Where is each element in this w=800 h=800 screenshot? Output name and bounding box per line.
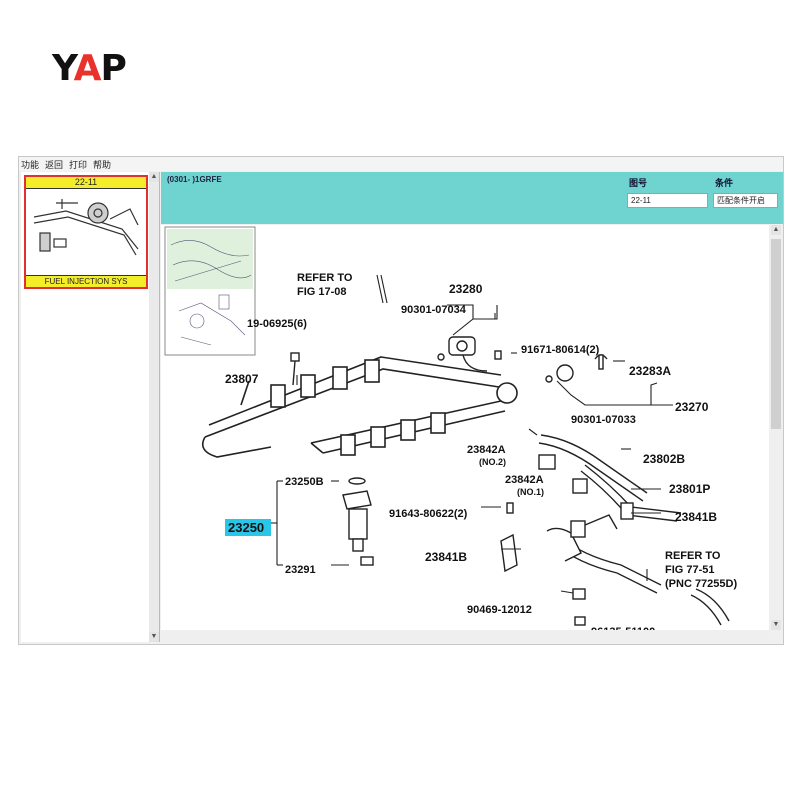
label-part-90469-12012[interactable]: 90469-12012 (467, 604, 532, 616)
fuel-injector-part[interactable] (342, 477, 374, 566)
scroll-up-arrow-icon[interactable]: ▲ (149, 172, 159, 182)
label-part-91671-80614[interactable]: 91671-80614(2) (521, 344, 600, 356)
label-part-90301-07033[interactable]: 90301-07033 (571, 414, 636, 426)
diagram-horizontal-scrollbar[interactable] (161, 630, 769, 642)
menu-item-back[interactable]: 返回 (45, 159, 64, 170)
label-part-23841b-left[interactable]: 23841B (425, 550, 467, 564)
label-refer-17-line1[interactable]: REFER TO (297, 272, 353, 284)
callout-leader-lines (271, 274, 673, 594)
exploded-parts-illustration: REFER TO FIG 17-08 23280 90301-07034 916… (164, 226, 737, 638)
scroll-down-arrow-icon[interactable]: ▼ (771, 620, 781, 630)
label-refer-77-line1[interactable]: REFER TO (665, 550, 721, 562)
figure-thumbnail-card[interactable]: 22-11 FUEL INJECTION SYS (24, 175, 148, 289)
bracket-bolt-parts[interactable] (500, 502, 618, 626)
label-part-19-06925[interactable]: 19-06925(6) (247, 318, 307, 330)
thumbnail-caption: FUEL INJECTION SYS (26, 275, 146, 287)
label-refer-77-line2[interactable]: FIG 77-51 (665, 564, 715, 576)
brand-logo: YAP (52, 48, 127, 89)
stud-bolt-part[interactable] (290, 352, 300, 386)
menu-item-print[interactable]: 打印 (69, 159, 88, 170)
label-part-23842a-no2[interactable]: 23842A (467, 444, 506, 456)
fuel-hose-parts[interactable] (538, 434, 730, 626)
label-part-23250-selected[interactable]: 23250 (228, 520, 264, 535)
header-panel: (0301- )1GRFE 图号 条件 22-11 匹配条件开启 (161, 172, 783, 224)
label-refer-77-line3[interactable]: (PNC 77255D) (665, 578, 737, 590)
thumbnail-scrollbar[interactable]: ▲ ▼ (149, 172, 159, 642)
vertical-scroll-thumb[interactable] (771, 239, 781, 429)
scroll-down-arrow-icon[interactable]: ▼ (149, 632, 159, 642)
label-part-23842a-no1[interactable]: 23842A (505, 474, 544, 486)
parts-diagram: REFER TO FIG 17-08 23280 90301-07034 916… (161, 225, 769, 638)
parts-catalog-window: 功能 返回 打印 帮助 22-11 FUEL INJECTION SYS (18, 156, 784, 645)
label-part-23841b-right[interactable]: 23841B (675, 510, 717, 524)
label-part-91643-80622[interactable]: 91643-80622(2) (389, 508, 468, 520)
brand-logo-text: YAP (52, 48, 127, 89)
figure-number-field[interactable]: 22-11 (627, 193, 708, 208)
diagram-vertical-scrollbar[interactable]: ▲ ▼ (769, 225, 783, 630)
label-part-23250b[interactable]: 23250B (285, 476, 324, 488)
condition-field[interactable]: 匹配条件开启 (713, 193, 778, 208)
thumbnail-illustration (33, 199, 139, 256)
label-part-23270[interactable]: 23270 (675, 400, 709, 414)
condition-label: 条件 (715, 178, 734, 188)
figure-number-label: 图号 (629, 178, 648, 188)
selected-part-highlight (225, 519, 271, 536)
pressure-regulator-part[interactable] (437, 336, 502, 372)
label-part-23801p[interactable]: 23801P (669, 482, 710, 496)
scroll-up-arrow-icon[interactable]: ▲ (771, 225, 781, 235)
label-part-23283a[interactable]: 23283A (629, 364, 671, 378)
label-no2: (NO.2) (479, 457, 506, 467)
label-part-23291[interactable]: 23291 (285, 564, 316, 576)
menu-item-help[interactable]: 帮助 (93, 159, 112, 170)
label-no1: (NO.1) (517, 487, 544, 497)
model-info: (0301- )1GRFE (167, 175, 222, 184)
fuel-delivery-pipe[interactable] (201, 356, 518, 458)
label-part-90301-07034[interactable]: 90301-07034 (401, 304, 467, 316)
overview-inset[interactable] (164, 226, 256, 356)
label-part-23280[interactable]: 23280 (449, 282, 483, 296)
hose-clamp-parts[interactable] (538, 454, 634, 520)
pulsation-damper-part[interactable] (545, 354, 608, 383)
menu-item-function[interactable]: 功能 (21, 159, 40, 170)
thumbnail-pane: 22-11 FUEL INJECTION SYS (21, 172, 160, 642)
menu-bar: 功能 返回 打印 帮助 (19, 157, 783, 171)
label-part-23802b[interactable]: 23802B (643, 452, 685, 466)
label-part-23807[interactable]: 23807 (225, 372, 259, 386)
thumbnail-code: 22-11 (26, 177, 146, 189)
label-refer-17-line2[interactable]: FIG 17-08 (297, 286, 347, 298)
